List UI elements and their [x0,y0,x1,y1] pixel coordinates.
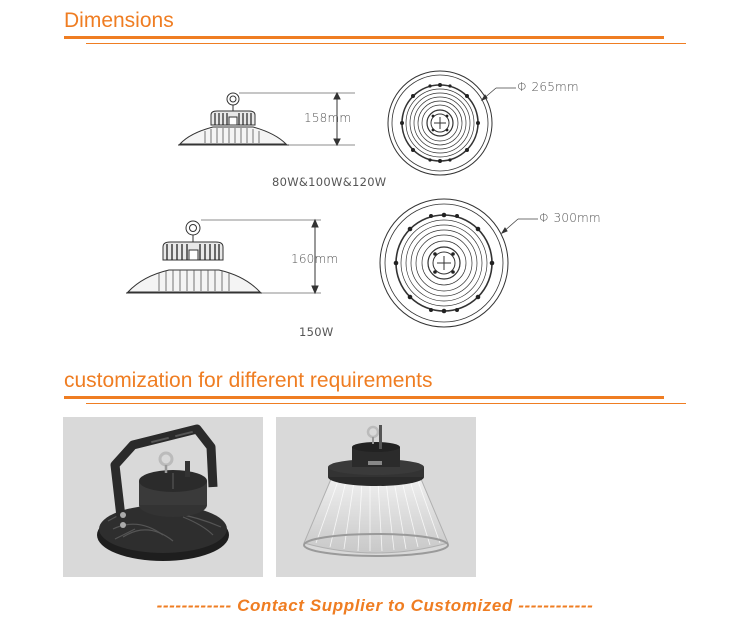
eyebolt-ring [226,92,240,106]
height-label-large: 160mm [291,252,339,266]
top-view-drawing-large [379,198,538,328]
title-underline-thin [86,43,686,44]
height-label-small: 158mm [304,111,352,125]
side-view-drawing-small [178,91,355,147]
photo-high-bay-light-with-reflector [276,417,476,577]
mounting-bracket [110,424,218,518]
photo-high-bay-light-with-bracket [63,417,263,577]
heatsink-dome [178,126,288,145]
eyebolt [366,425,380,439]
model-label-large: 150W [299,325,334,339]
diameter-label-large: Φ 300mm [539,211,601,225]
eyebolt [158,451,174,467]
contact-supplier-cta: ------------ Contact Supplier to Customi… [156,596,594,615]
model-label-small: 80W&100W&120W [272,175,387,189]
top-view-drawing-small [387,70,516,176]
side-view-drawing-large [126,218,321,295]
diameter-label-small: Φ 265mm [517,80,579,94]
title-underline-thick [64,36,664,39]
eyebolt-ring [185,220,201,236]
title-underline-thick [64,396,664,399]
outer-rim [379,198,509,328]
section-title-customization: customization for different requirements [64,369,433,392]
title-underline-thin [86,403,686,404]
section-title-dimensions: Dimensions [64,9,174,32]
outer-rim [387,70,493,176]
